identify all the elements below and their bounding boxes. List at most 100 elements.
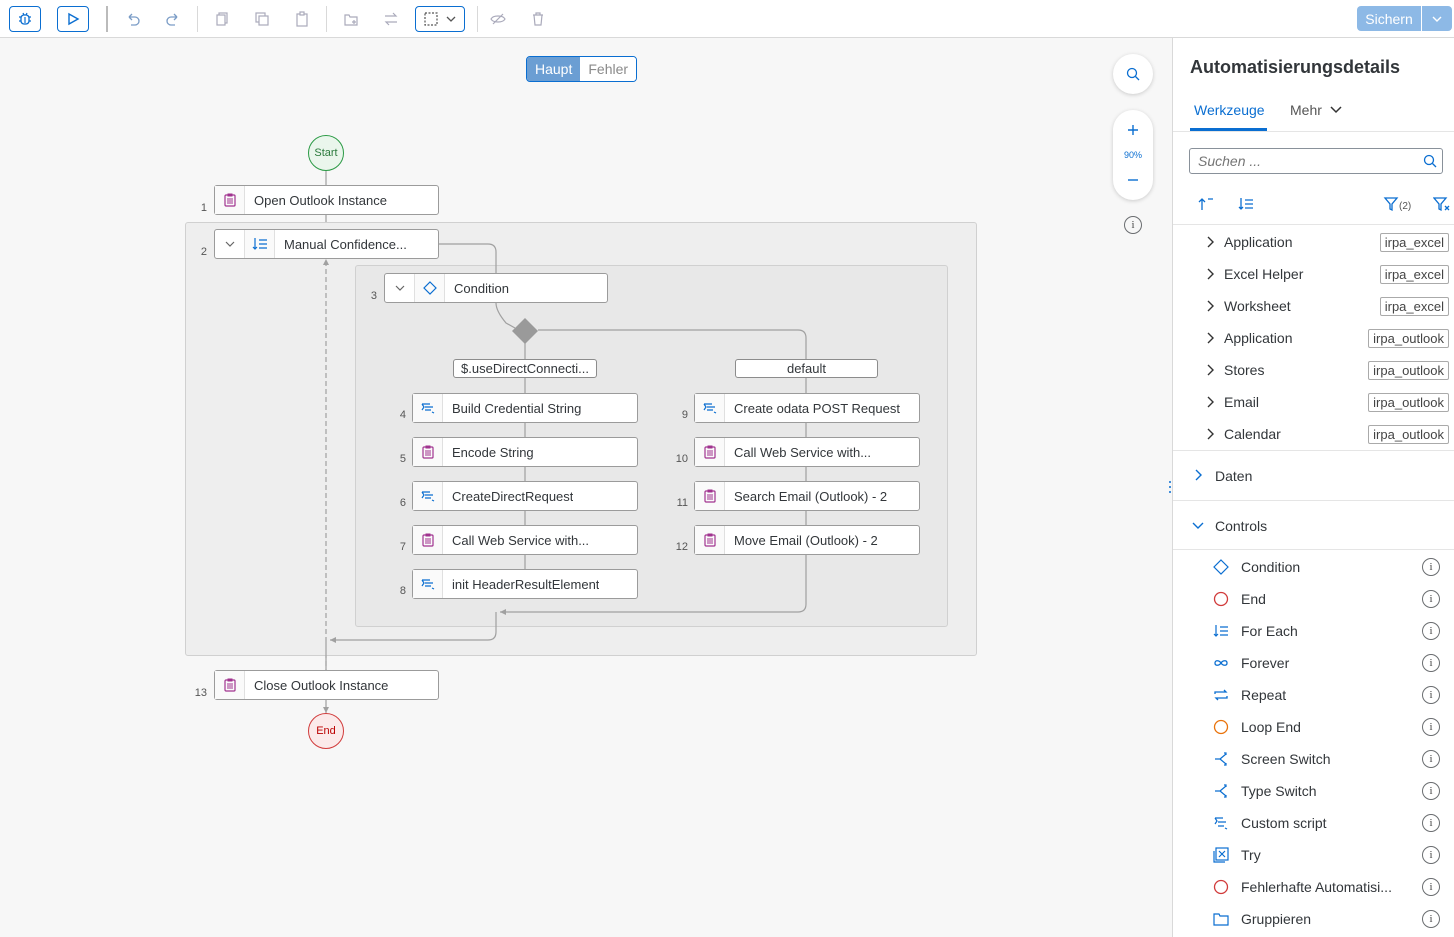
loop-end-icon — [1213, 719, 1229, 735]
collapse-toggle[interactable] — [215, 230, 245, 258]
script-node-create-direct-request[interactable]: CreateDirectRequest — [412, 481, 638, 511]
info-icon[interactable]: i — [1422, 686, 1440, 704]
search-input[interactable] — [1190, 149, 1410, 173]
info-icon[interactable]: i — [1422, 782, 1440, 800]
control-item[interactable]: Loop End i — [1173, 711, 1454, 743]
undo-button[interactable] — [121, 6, 145, 32]
start-node[interactable]: Start — [308, 135, 344, 171]
control-item[interactable]: End i — [1173, 583, 1454, 615]
for-each-icon — [1213, 623, 1229, 639]
tool-name: Application — [1224, 330, 1293, 346]
tool-item[interactable]: Excel Helper irpa_excel — [1173, 258, 1454, 290]
tool-item[interactable]: Stores irpa_outlook — [1173, 354, 1454, 386]
clipboard-icon — [215, 186, 245, 214]
script-node-init-header[interactable]: init HeaderResultElement — [412, 569, 638, 599]
zoom-in-icon[interactable] — [1126, 123, 1140, 137]
script-node-create-odata[interactable]: Create odata POST Request — [694, 393, 920, 423]
toolbar-divider — [106, 6, 108, 32]
control-item[interactable]: Try i — [1173, 839, 1454, 871]
save-options-button[interactable] — [1422, 6, 1452, 31]
loop-node-manual-confidence[interactable]: Manual Confidence... — [214, 229, 439, 259]
activity-node-encode-string[interactable]: Encode String — [412, 437, 638, 467]
activity-node-call-web-service-2[interactable]: Call Web Service with... — [694, 437, 920, 467]
delete-button[interactable] — [526, 6, 550, 32]
paste-button[interactable] — [290, 6, 314, 32]
info-icon[interactable]: i — [1422, 814, 1440, 832]
connector-lines-top — [323, 243, 807, 670]
control-item[interactable]: Gruppieren i — [1173, 903, 1454, 935]
tool-name: Calendar — [1224, 426, 1281, 442]
info-icon[interactable]: i — [1422, 590, 1440, 608]
condition-node[interactable]: Condition — [384, 273, 608, 303]
canvas-search-button[interactable] — [1113, 54, 1153, 94]
section-data[interactable]: Daten — [1173, 450, 1454, 500]
cut-button[interactable] — [250, 6, 274, 32]
save-button[interactable]: Sichern — [1357, 6, 1421, 31]
control-name: Custom script — [1241, 815, 1327, 831]
workflow-canvas[interactable]: Haupt Fehler — [0, 38, 1171, 937]
info-icon[interactable]: i — [1422, 878, 1440, 896]
tool-item[interactable]: Email irpa_outlook — [1173, 386, 1454, 418]
control-item[interactable]: Condition i — [1173, 551, 1454, 583]
branch-label-direct[interactable]: $.useDirectConnecti... — [453, 359, 597, 378]
info-icon[interactable]: i — [1124, 216, 1142, 234]
tool-item[interactable]: Worksheet irpa_excel — [1173, 290, 1454, 322]
control-item[interactable]: Type Switch i — [1173, 775, 1454, 807]
activity-node-call-web-service[interactable]: Call Web Service with... — [412, 525, 638, 555]
copy-button[interactable] — [210, 6, 234, 32]
activity-node-close-outlook[interactable]: Close Outlook Instance — [214, 670, 439, 700]
end-node[interactable]: End — [308, 713, 344, 749]
tab-error[interactable]: Fehler — [580, 57, 637, 81]
control-item[interactable]: Custom script i — [1173, 807, 1454, 839]
filter-button[interactable]: (2) — [1383, 196, 1411, 212]
clear-filter-icon[interactable] — [1433, 196, 1451, 212]
toolbar-divider — [477, 6, 478, 32]
info-icon[interactable]: i — [1422, 718, 1440, 736]
control-name: Forever — [1241, 655, 1290, 671]
zoom-level[interactable]: 90% — [1123, 149, 1142, 160]
collapse-toggle[interactable] — [385, 274, 415, 302]
control-item[interactable]: Repeat i — [1173, 679, 1454, 711]
sort-ascending-icon[interactable] — [1197, 196, 1215, 212]
control-item[interactable]: Screen Switch i — [1173, 743, 1454, 775]
tool-item[interactable]: Application irpa_outlook — [1173, 322, 1454, 354]
info-icon[interactable]: i — [1422, 910, 1440, 928]
tab-more[interactable]: Mehr — [1290, 102, 1343, 118]
info-icon[interactable]: i — [1422, 558, 1440, 576]
control-item[interactable]: For Each i — [1173, 615, 1454, 647]
node-label: Move Email (Outlook) - 2 — [734, 532, 878, 548]
activity-node-search-email[interactable]: Search Email (Outlook) - 2 — [694, 481, 920, 511]
info-icon[interactable]: i — [1422, 846, 1440, 864]
debug-button[interactable] — [9, 6, 41, 32]
info-icon[interactable]: i — [1422, 654, 1440, 672]
tab-main[interactable]: Haupt — [527, 57, 581, 81]
info-icon[interactable]: i — [1422, 750, 1440, 768]
run-button[interactable] — [57, 6, 89, 32]
play-icon — [68, 12, 80, 26]
tool-item[interactable]: Application irpa_excel — [1173, 226, 1454, 258]
tool-item[interactable]: Calendar irpa_outlook — [1173, 418, 1454, 450]
section-controls[interactable]: Controls — [1173, 500, 1454, 550]
info-icon[interactable]: i — [1422, 622, 1440, 640]
chevron-right-icon — [1207, 396, 1214, 408]
activity-node-move-email[interactable]: Move Email (Outlook) - 2 — [694, 525, 920, 555]
automation-details-panel: Automatisierungsdetails Werkzeuge Mehr (… — [1172, 38, 1454, 937]
activity-node-open-outlook[interactable]: Open Outlook Instance — [214, 185, 439, 215]
redo-button[interactable] — [161, 6, 185, 32]
script-node-build-credential[interactable]: Build Credential String — [412, 393, 638, 423]
swap-button[interactable] — [379, 6, 403, 32]
zoom-out-icon[interactable] — [1126, 173, 1140, 187]
tab-tools[interactable]: Werkzeuge — [1194, 102, 1265, 118]
search-icon[interactable] — [1422, 153, 1438, 169]
control-item[interactable]: Fehlerhafte Automatisi... i — [1173, 871, 1454, 903]
control-item[interactable]: Forever i — [1173, 647, 1454, 679]
filter-count: (2) — [1399, 201, 1412, 212]
add-group-button[interactable] — [339, 6, 363, 32]
branch-label-default[interactable]: default — [735, 359, 878, 378]
sort-list-icon[interactable] — [1237, 196, 1255, 212]
disable-button[interactable] — [486, 6, 510, 32]
control-name: Repeat — [1241, 687, 1287, 703]
selection-mode-dropdown[interactable] — [415, 6, 465, 32]
node-label: Call Web Service with... — [734, 444, 872, 460]
panel-resize-handle[interactable] — [1168, 480, 1172, 494]
